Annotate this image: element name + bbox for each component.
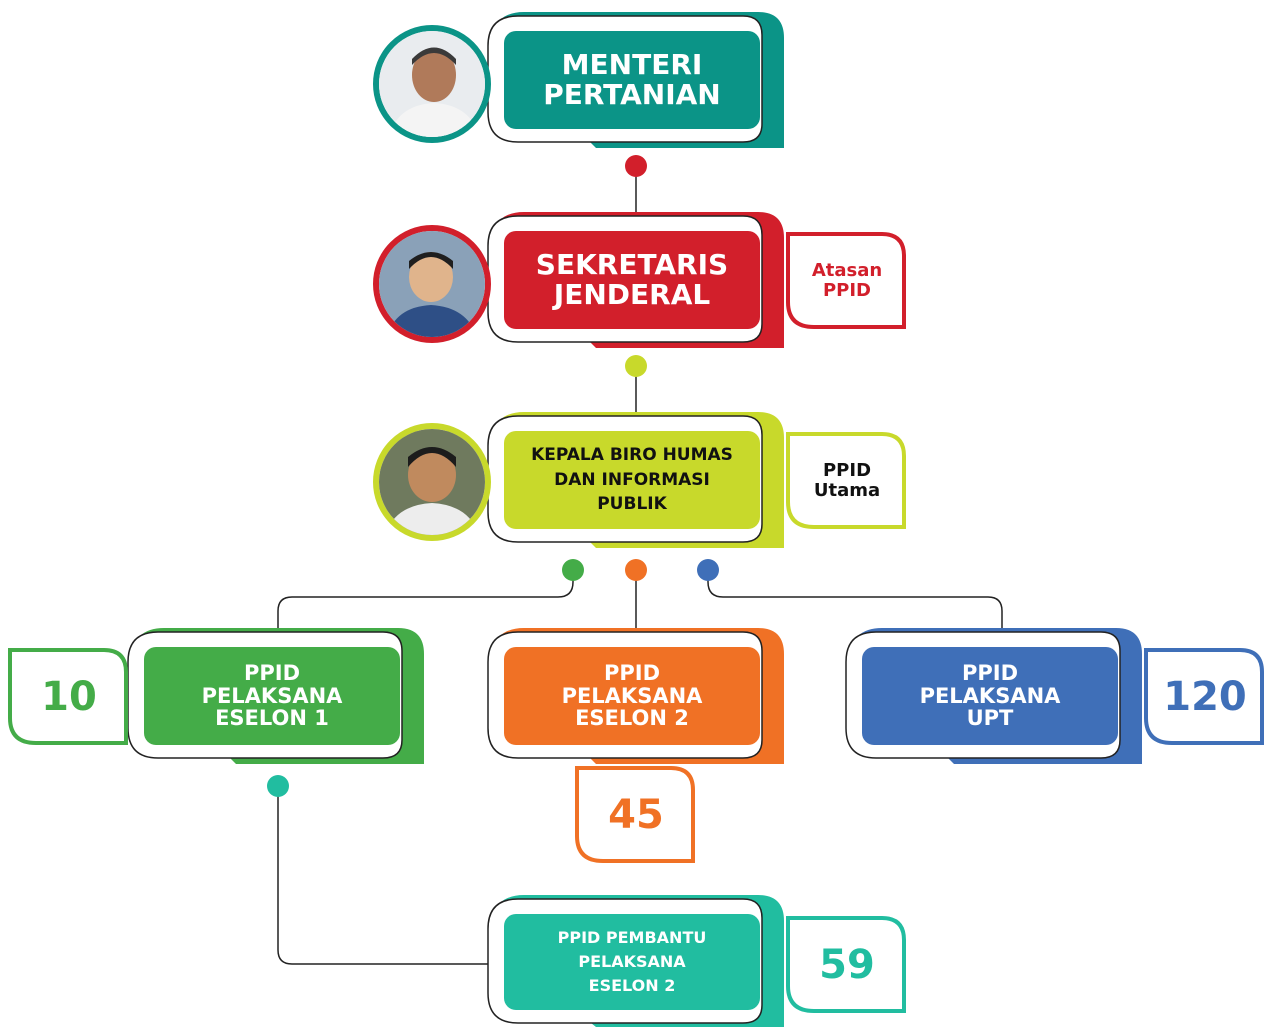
- sekjen-tag: Atasan PPID: [786, 232, 910, 330]
- node-pembantu-label: PPID PEMBANTU PELAKSANA ESELON 2: [557, 928, 707, 995]
- connector-dot-orange: [625, 559, 647, 581]
- pembantu-count-badge: 59: [786, 916, 910, 1014]
- eselon1-count-badge: 10: [8, 648, 132, 746]
- connector-dot-green: [562, 559, 584, 581]
- node-sekjen: SEKRETARIS JENDERAL: [487, 210, 788, 350]
- sekjen-photo: [373, 225, 491, 343]
- node-eselon1: PPID PELAKSANA ESELON 1: [127, 626, 428, 766]
- eselon2-count: 45: [608, 792, 664, 838]
- connector-dot-red: [625, 155, 647, 177]
- eselon1-count: 10: [41, 674, 97, 720]
- node-pembantu: PPID PEMBANTU PELAKSANA ESELON 2: [487, 893, 788, 1033]
- node-kepala: KEPALA BIRO HUMAS DAN INFORMASI PUBLIK: [487, 410, 788, 550]
- connector-dot-lime: [625, 355, 647, 377]
- sekjen-tag-text: Atasan PPID: [811, 260, 883, 301]
- upt-count: 120: [1163, 674, 1247, 720]
- kepala-tag-text: PPID Utama: [813, 460, 881, 501]
- upt-count-badge: 120: [1144, 648, 1268, 746]
- node-kepala-label: KEPALA BIRO HUMAS DAN INFORMASI PUBLIK: [531, 445, 733, 515]
- node-eselon2-label: PPID PELAKSANA ESELON 2: [561, 660, 703, 731]
- node-upt: PPID PELAKSANA UPT: [845, 626, 1146, 766]
- pembantu-count: 59: [819, 942, 875, 988]
- person-photo-icon: [379, 231, 485, 337]
- node-sekjen-label: SEKRETARIS JENDERAL: [535, 247, 729, 311]
- person-photo-icon: [379, 429, 485, 535]
- node-eselon2: PPID PELAKSANA ESELON 2: [487, 626, 788, 766]
- node-eselon1-label: PPID PELAKSANA ESELON 1: [201, 660, 343, 731]
- node-upt-label: PPID PELAKSANA UPT: [919, 660, 1061, 731]
- kepala-photo: [373, 423, 491, 541]
- kepala-tag: PPID Utama: [786, 432, 910, 530]
- connector-dot-teal: [267, 775, 289, 797]
- person-photo-icon: [379, 31, 485, 137]
- menteri-photo: [373, 25, 491, 143]
- node-menteri: MENTERI PERTANIAN: [487, 10, 788, 150]
- connector-dot-blue: [697, 559, 719, 581]
- node-menteri-label: MENTERI PERTANIAN: [543, 47, 721, 111]
- eselon2-count-badge: 45: [575, 766, 699, 864]
